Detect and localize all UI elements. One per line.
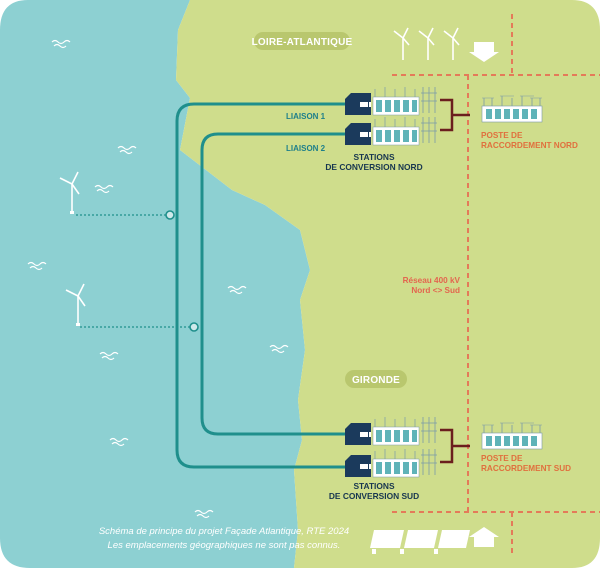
region-north-label: LOIRE-ATLANTIQUE: [252, 37, 353, 48]
station-south-label-line1: STATIONS: [353, 481, 395, 491]
cable-junction: [165, 210, 175, 220]
cable-liaison-2: [200, 132, 345, 436]
land-area: [176, 0, 600, 568]
consumption-arrow-icon: [469, 527, 499, 547]
region-north-badge: LOIRE-ATLANTIQUE: [252, 32, 353, 50]
link-1-label: LIAISON 1: [286, 112, 326, 121]
region-south-label: GIRONDE: [352, 375, 400, 386]
coastline-notch: [232, 110, 268, 146]
solar-panel-icon: [370, 530, 470, 554]
sea-area: [0, 0, 310, 568]
ac-link-south: [440, 428, 470, 464]
station-north-label-line1: STATIONS: [353, 152, 395, 162]
station-south-label-line2: DE CONVERSION SUD: [329, 491, 419, 501]
post-north-label-line2: RACCORDEMENT NORD: [481, 141, 578, 150]
ac-link-north: [440, 98, 470, 132]
cable-liaison-1: [175, 102, 345, 469]
wind-turbine-icon: [59, 171, 80, 214]
caption-line1: Schéma de principe du projet Façade Atla…: [99, 526, 349, 537]
grid-label-line2: Nord <> Sud: [411, 286, 460, 295]
grid-label-line1: Réseau 400 kV: [403, 276, 461, 285]
station-north-label-line2: DE CONVERSION NORD: [325, 162, 422, 172]
region-south-badge: GIRONDE: [345, 370, 407, 388]
wind-turbine-icon: [65, 283, 86, 326]
post-north-label-line1: POSTE DE: [481, 131, 523, 140]
post-south-label-line2: RACCORDEMENT SUD: [481, 464, 571, 473]
wind-turbine-icon: [393, 27, 460, 60]
post-south-label-line1: POSTE DE: [481, 454, 523, 463]
cable-junction: [189, 322, 199, 332]
production-arrow-icon: [469, 42, 499, 62]
link-2-label: LIAISON 2: [286, 144, 326, 153]
grid-400kv-lines: [392, 14, 600, 555]
caption-line2: Les emplacements géographiques ne sont p…: [108, 540, 341, 551]
